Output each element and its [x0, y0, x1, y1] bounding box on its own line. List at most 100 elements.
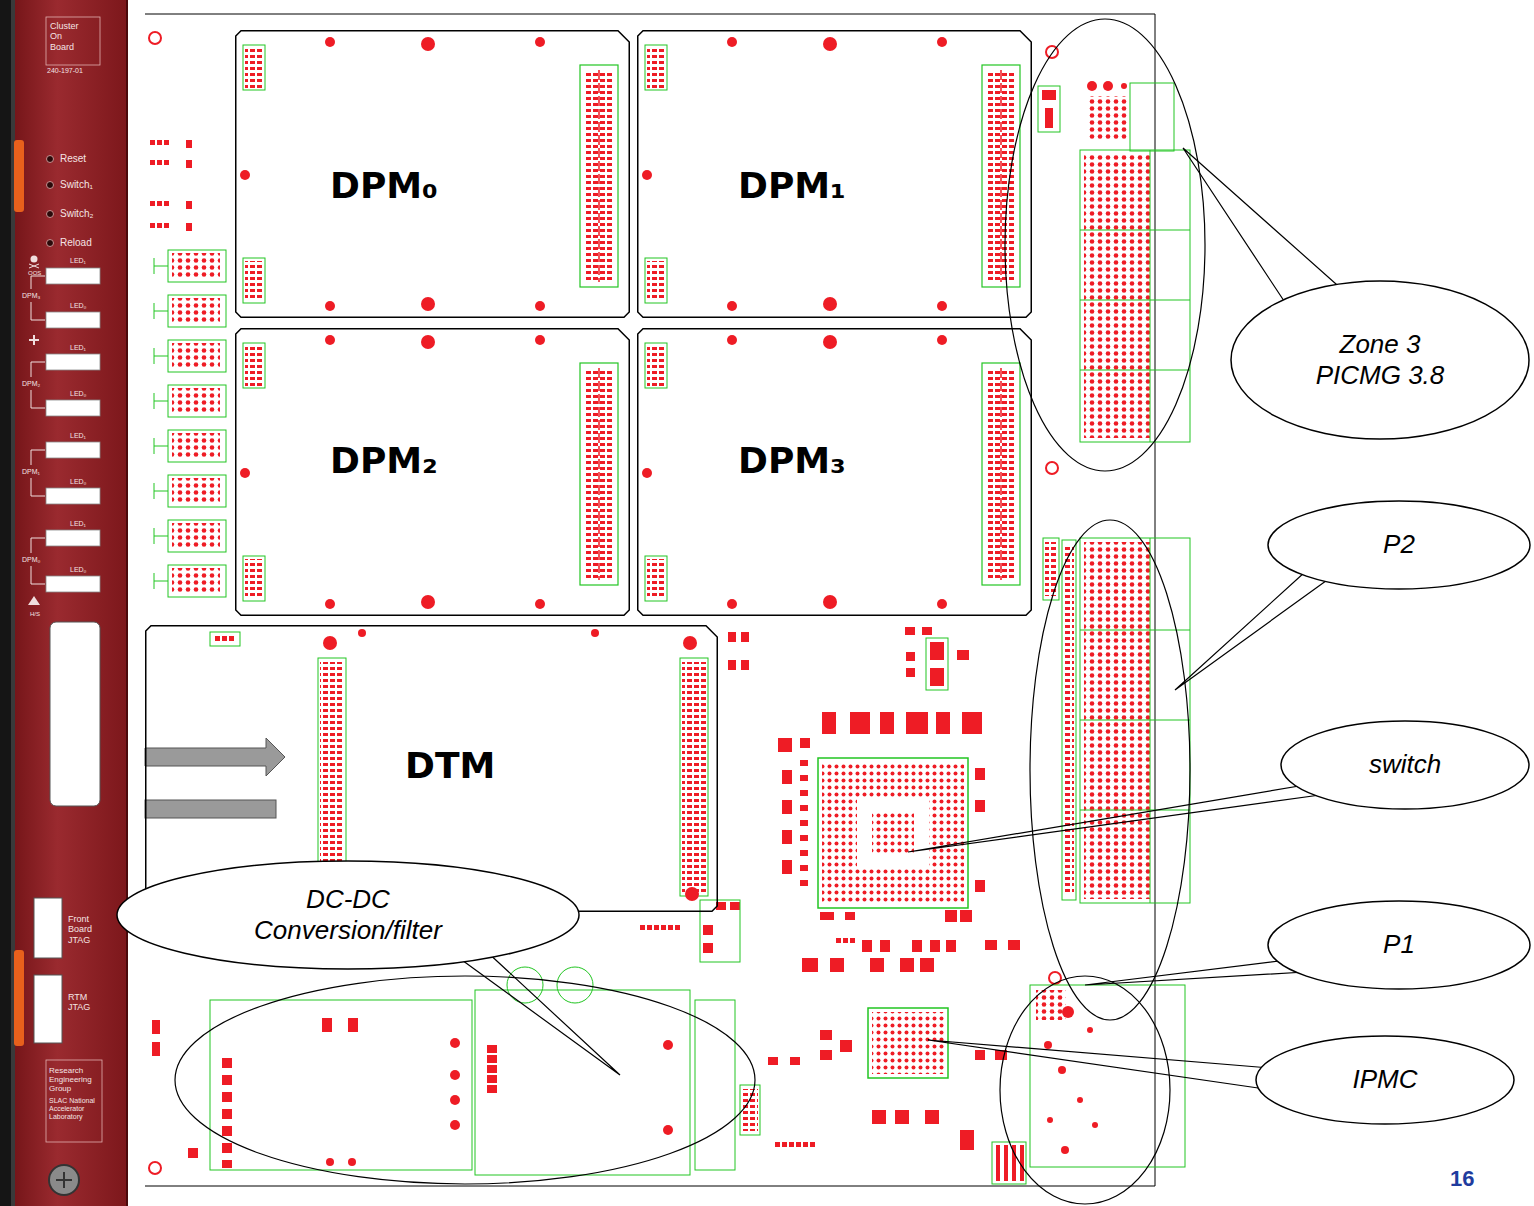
support-parts: [820, 1030, 832, 1040]
p2-connector: [1043, 538, 1190, 903]
dc-dc-converter: [348, 1018, 358, 1032]
callout-pointer: [928, 1040, 1272, 1090]
dc-dc-converter: [222, 1075, 232, 1085]
bubble-outline: [1268, 901, 1530, 989]
support-parts: [730, 902, 740, 910]
support-parts: [906, 652, 915, 661]
zone3-connector: [1038, 86, 1060, 132]
dtm-footprint: [683, 636, 697, 650]
zone3-connector: [1088, 96, 1128, 140]
callout-pointer: [455, 950, 620, 1075]
p1-connector: [1092, 1122, 1098, 1128]
dc-dc-converter: [450, 1038, 460, 1048]
pad-cluster: [154, 340, 226, 372]
front-panel-artwork: [126, 0, 128, 1206]
support-parts: [925, 1110, 939, 1124]
support-parts: [872, 1110, 886, 1124]
pad-cluster: [154, 295, 226, 327]
module-slot: DPM₁: [637, 30, 1032, 318]
support-parts: [936, 712, 950, 734]
dc-dc-converter: [487, 1065, 497, 1073]
module-footprint: [642, 37, 1020, 311]
callout-text: P1: [1383, 929, 1415, 960]
board-outline: [145, 14, 1155, 1186]
support-parts: [960, 1130, 974, 1150]
region-outline: [175, 19, 1205, 1204]
panel-label: LED₀: [70, 390, 87, 398]
zone3-connector: [1087, 81, 1097, 91]
zone3-connector: [1080, 150, 1190, 442]
dc-dc-converter: [663, 1040, 673, 1050]
support-parts: [1020, 1145, 1024, 1181]
switch-chip: [818, 758, 968, 908]
zone3-connector: [1087, 81, 1127, 91]
dc-dc-converter: [475, 990, 690, 1175]
dc-dc-converter: [695, 1000, 735, 1170]
support-parts: [945, 910, 957, 922]
front-panel-artwork: [50, 622, 100, 806]
module-slot: DPM₀: [235, 30, 630, 318]
switch-chip: [857, 797, 929, 869]
zone3-connector: [1038, 81, 1190, 442]
front-panel-artwork: [47, 211, 54, 218]
dc-dc-converter: [663, 1125, 673, 1135]
front-panel-artwork: [46, 1060, 102, 1142]
panel-label: Front Board JTAG: [68, 914, 106, 945]
front-panel-artwork: [47, 156, 54, 163]
dtm-footprint: [215, 636, 234, 641]
dtm-footprint: [323, 629, 699, 901]
support-parts: [800, 880, 808, 886]
support-parts: [640, 925, 659, 930]
front-panel-artwork: [34, 898, 62, 958]
support-parts: [782, 770, 792, 784]
support-parts: [906, 668, 915, 677]
bubble-outline: [117, 861, 579, 969]
dc-dc-converter: [210, 1000, 472, 1170]
p1-connector: [1036, 990, 1066, 1020]
support-parts: [845, 912, 855, 920]
p2-connector: [1080, 538, 1190, 903]
support-parts: [790, 1057, 800, 1065]
zone3-connector: [1084, 154, 1150, 438]
support-parts: [992, 1142, 1026, 1184]
front-panel-artwork: [47, 156, 54, 247]
panel-label: LED₀: [70, 478, 87, 486]
board-outline: [1049, 972, 1061, 984]
support-parts: [800, 805, 808, 811]
dc-dc-converter: [152, 1020, 160, 1034]
dc-dc-converter: [450, 1120, 460, 1130]
module-label: DPM₂: [330, 440, 438, 481]
panel-label: SLAC National Accelerator Laboratory: [49, 1097, 99, 1121]
dc-dc-converter: [222, 1109, 232, 1119]
zone3-connector: [1130, 83, 1174, 151]
support-parts: [768, 1057, 778, 1065]
front-panel-artwork: [46, 400, 100, 416]
pad-cluster: [154, 520, 226, 552]
panel-label: LED₁: [70, 432, 86, 440]
callout-pointer: [1085, 960, 1305, 985]
panel-label: Research Engineering Group: [49, 1066, 99, 1094]
callout-pointer: [455, 148, 1345, 1090]
module-label: DPM₁: [738, 165, 846, 206]
support-parts: [880, 712, 894, 734]
module-outline: [638, 31, 1032, 318]
dc-dc-converter: [487, 1055, 497, 1063]
panel-label: OOS: [28, 270, 41, 277]
callout-pointer: [908, 785, 1320, 852]
dc-dc-converter: [222, 1092, 232, 1102]
support-parts: [900, 958, 914, 972]
dc-dc-converter: [557, 967, 593, 1003]
p2-connector: [1080, 538, 1190, 903]
callout-bubble: switch: [1280, 720, 1530, 810]
p1-connector: [1061, 1146, 1069, 1154]
callout-pointer: [1183, 148, 1345, 310]
support-parts: [800, 775, 808, 781]
panel-label: DPM₀: [22, 556, 40, 564]
support-parts: [906, 712, 928, 734]
module-outline: [638, 329, 1032, 616]
front-panel-artwork: [0, 0, 128, 1206]
board-outline: [1046, 462, 1058, 474]
p1-connector: [1077, 1097, 1083, 1103]
pad-cluster: [186, 201, 192, 209]
support-parts: [930, 642, 944, 660]
